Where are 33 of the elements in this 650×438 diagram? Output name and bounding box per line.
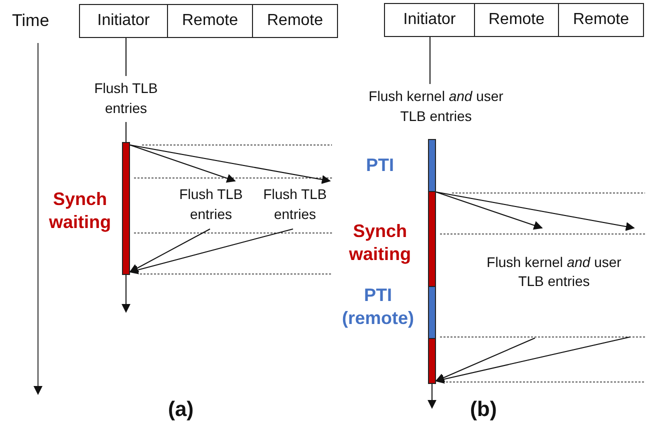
- arrow: [436, 192, 635, 231]
- arrow: [130, 144, 236, 183]
- step-text: Flush kernel and user TLB entries: [362, 84, 510, 130]
- cpu-header-cell: Initiator: [79, 4, 168, 38]
- step-text: Flush TLB entries: [84, 76, 168, 122]
- step-text: Flush kernel and user TLB entries: [474, 228, 634, 292]
- phase-label: Synch waiting: [348, 220, 412, 266]
- arrow: [130, 144, 331, 184]
- arrow: [122, 274, 130, 313]
- step-text: Flush TLB entries: [254, 181, 336, 229]
- cpu-header-cell: Remote: [474, 3, 559, 37]
- arrow: [129, 228, 210, 272]
- timeline-bar: [428, 286, 436, 339]
- cpu-header-cell: Remote: [558, 3, 644, 37]
- panel-label: (b): [470, 398, 497, 422]
- arrow: [436, 192, 543, 230]
- phase-label: Synch waiting: [48, 188, 112, 234]
- arrow: [435, 338, 536, 382]
- axis-label: Time: [12, 11, 50, 31]
- arrow: [129, 228, 294, 274]
- panel-label: (a): [168, 398, 194, 422]
- timeline-bar: [122, 142, 130, 275]
- timeline-bar: [428, 338, 436, 384]
- cpu-header-cell: Remote: [167, 4, 253, 38]
- step-text: Flush TLB entries: [170, 181, 252, 229]
- phase-label: PTI (remote): [340, 284, 415, 330]
- timeline-bar: [428, 139, 436, 192]
- arrow: [435, 336, 630, 384]
- arrow: [428, 384, 436, 409]
- cpu-header-cell: Initiator: [384, 3, 475, 37]
- phase-label: PTI: [364, 154, 395, 177]
- timeline-bar: [428, 191, 436, 287]
- cpu-header-cell: Remote: [252, 4, 338, 38]
